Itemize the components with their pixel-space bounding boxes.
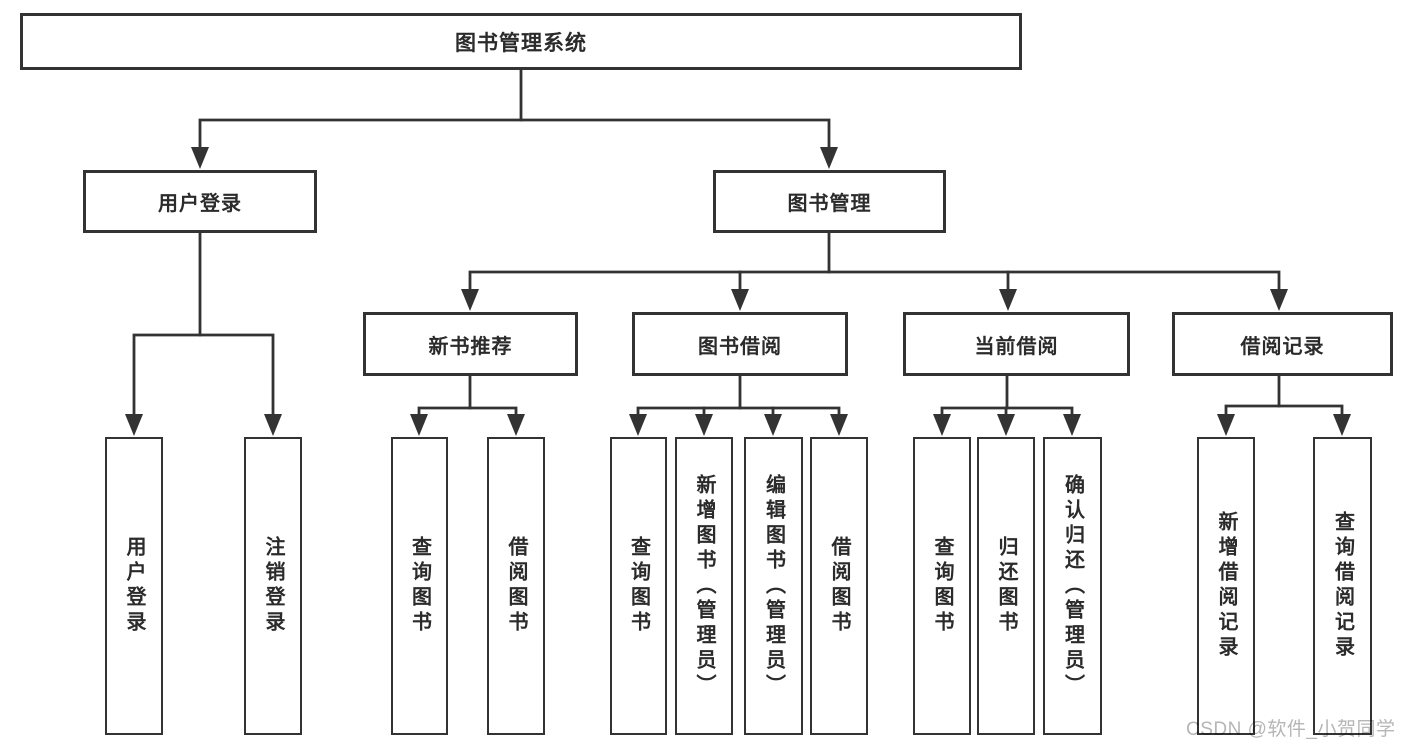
node-leaf-borrow-books-recommend: 借阅图书 [487,437,545,735]
node-label: 用户登录 [123,536,145,636]
node-leaf-borrow-books: 借阅图书 [810,437,868,735]
arrowhead-icon [629,414,647,436]
arrowhead-icon [1063,414,1081,436]
arrowhead-icon [695,414,713,436]
node-borrowing-records: 借阅记录 [1172,312,1393,376]
arrowhead-icon [731,289,749,311]
node-label: 借阅记录 [1240,335,1325,358]
arrowhead-icon [264,414,282,436]
arrowhead-icon [1217,414,1235,436]
node-leaf-query-books-current: 查询图书 [913,437,971,735]
node-leaf-add-borrow-record: 新增借阅记录 [1197,437,1255,735]
node-label: 归还图书 [995,536,1017,636]
edge-login-branch [132,333,275,420]
arrowhead-icon [999,289,1017,311]
node-book-borrowing: 图书借阅 [632,312,848,376]
node-leaf-query-books-recommend: 查询图书 [391,437,448,735]
node-label: 查询图书 [627,536,650,636]
node-label: 编辑图书（管理员） [762,473,785,699]
node-leaf-query-books-borrow: 查询图书 [610,437,667,735]
node-label: 新增图书（管理员） [693,473,715,699]
arrowhead-icon [410,414,428,436]
node-label: 借阅图书 [505,536,527,636]
edge-borrow-branch [636,406,841,420]
node-leaf-return-books: 归还图书 [977,437,1035,735]
edge-records-branch [1224,404,1344,420]
arrowhead-icons [125,147,1351,436]
csdn-watermark: CSDN @软件_小贺同学 [1186,719,1396,740]
node-book-management: 图书管理 [713,170,946,233]
node-label: 图书管理系统 [455,31,587,55]
arrowhead-icon [507,414,525,436]
node-leaf-query-borrow-record: 查询借阅记录 [1313,437,1372,735]
arrowhead-icon [1333,414,1351,436]
node-label: 用户登录 [158,193,242,215]
node-label: 查询借阅记录 [1331,511,1354,661]
edge-mgmt-branch [468,270,1281,294]
node-label: 确认归还（管理员） [1061,473,1084,699]
node-label: 当前借阅 [974,335,1059,358]
arrowhead-icon [125,414,143,436]
node-label: 新书推荐 [428,335,513,358]
node-label: 注销登录 [262,536,284,636]
node-label: 图书管理 [787,193,872,215]
node-leaf-confirm-return-admin: 确认归还（管理员） [1043,437,1102,735]
arrowhead-icon [830,414,848,436]
arrowhead-icon [191,147,209,169]
arrowhead-icon [997,414,1015,436]
node-leaf-edit-books-admin: 编辑图书（管理员） [744,437,803,735]
arrowhead-icon [820,147,838,169]
arrowhead-icon [1270,289,1288,311]
node-label: 图书借阅 [698,335,782,358]
node-leaf-logout: 注销登录 [244,437,302,735]
node-user-login: 用户登录 [83,170,317,233]
arrowhead-icon [933,414,951,436]
arrowhead-icon [461,289,479,311]
node-label: 查询图书 [931,536,953,636]
node-leaf-add-books-admin: 新增图书（管理员） [675,437,733,735]
node-label: 借阅图书 [828,536,850,636]
node-label: 查询图书 [408,536,431,636]
node-leaf-user-login: 用户登录 [105,437,163,735]
edge-root-branch [198,118,831,152]
node-library-management-system: 图书管理系统 [20,13,1022,70]
node-label: 新增借阅记录 [1215,511,1237,661]
edge-newbook-branch [417,406,518,420]
arrowhead-icon [764,414,782,436]
node-current-borrowing: 当前借阅 [903,312,1130,376]
node-new-book-recommendation: 新书推荐 [363,312,578,376]
